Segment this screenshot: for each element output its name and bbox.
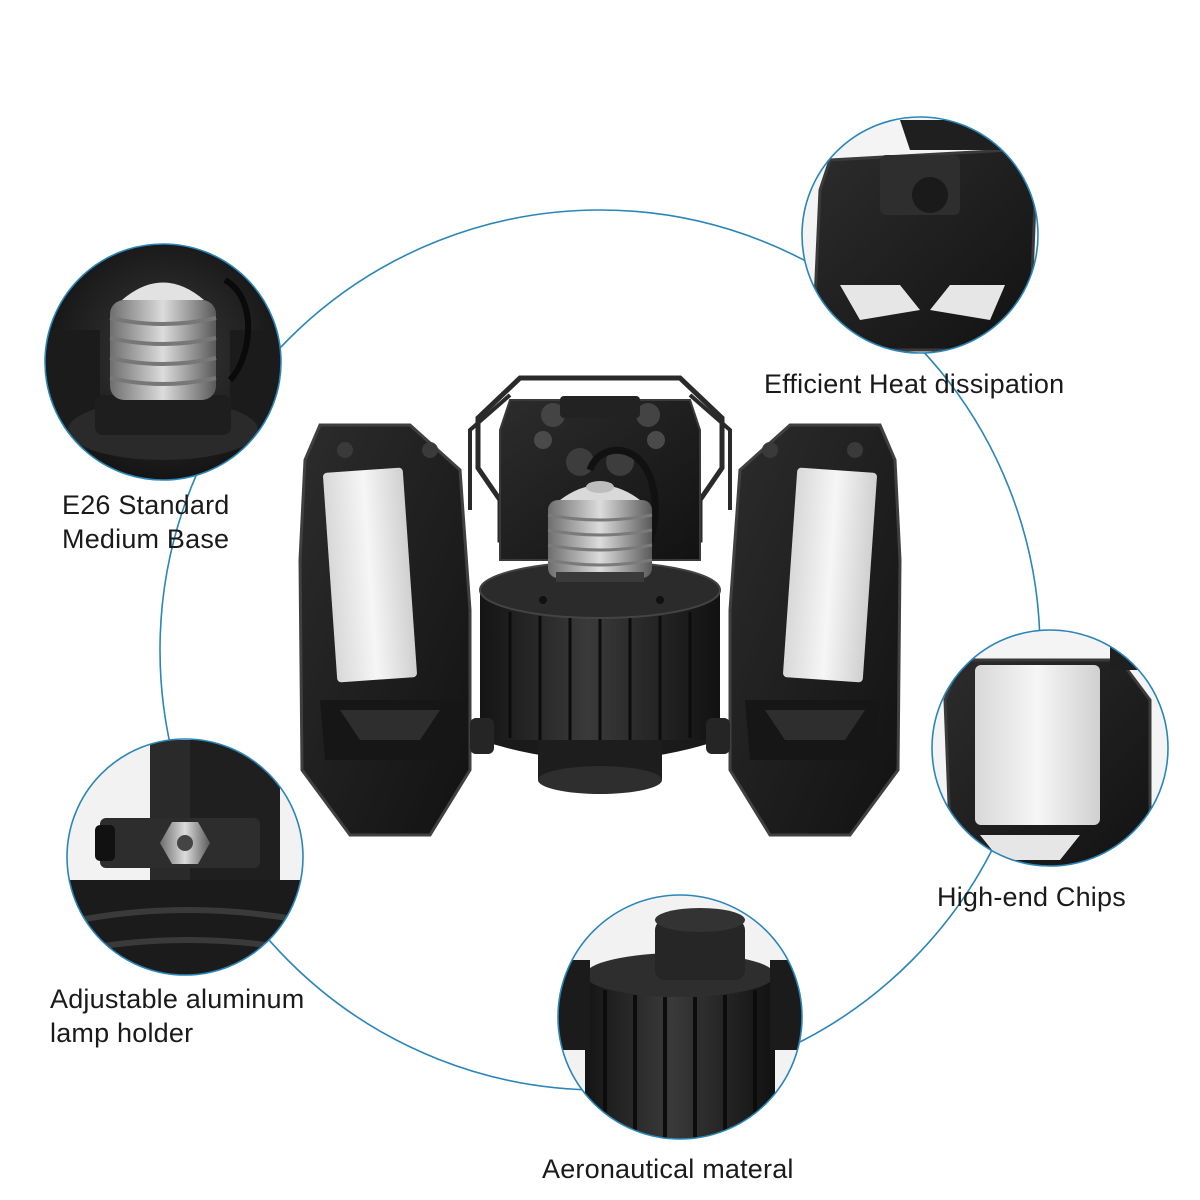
right-wing-panel — [706, 423, 902, 837]
label-e26-line2: Medium Base — [62, 524, 230, 554]
main-lamp-image — [298, 375, 902, 837]
label-high-end-chips: High-end Chips — [937, 880, 1126, 914]
label-heat-dissipation: Efficient Heat dissipation — [764, 367, 1064, 401]
label-e26-line1: E26 Standard — [62, 490, 230, 520]
zoom-heat-dissipation — [801, 116, 1039, 354]
zoom-high-end-chips — [931, 629, 1169, 867]
label-heat-text: Efficient Heat dissipation — [764, 369, 1065, 399]
label-aero-text: Aeronautical materal — [542, 1154, 794, 1184]
label-lamp-holder: Adjustable aluminum lamp holder — [50, 982, 304, 1050]
label-holder-line2: lamp holder — [50, 1018, 194, 1048]
zoom-aeronautical-material — [557, 894, 803, 1140]
label-aeronautical-material: Aeronautical materal — [542, 1152, 794, 1186]
zoom-lamp-holder — [66, 738, 304, 976]
label-e26-base: E26 Standard Medium Base — [62, 488, 230, 556]
label-chips-text: High-end Chips — [937, 882, 1126, 912]
label-holder-line1: Adjustable aluminum — [50, 984, 305, 1014]
zoom-e26-base — [44, 243, 282, 481]
left-wing-panel — [298, 423, 494, 837]
